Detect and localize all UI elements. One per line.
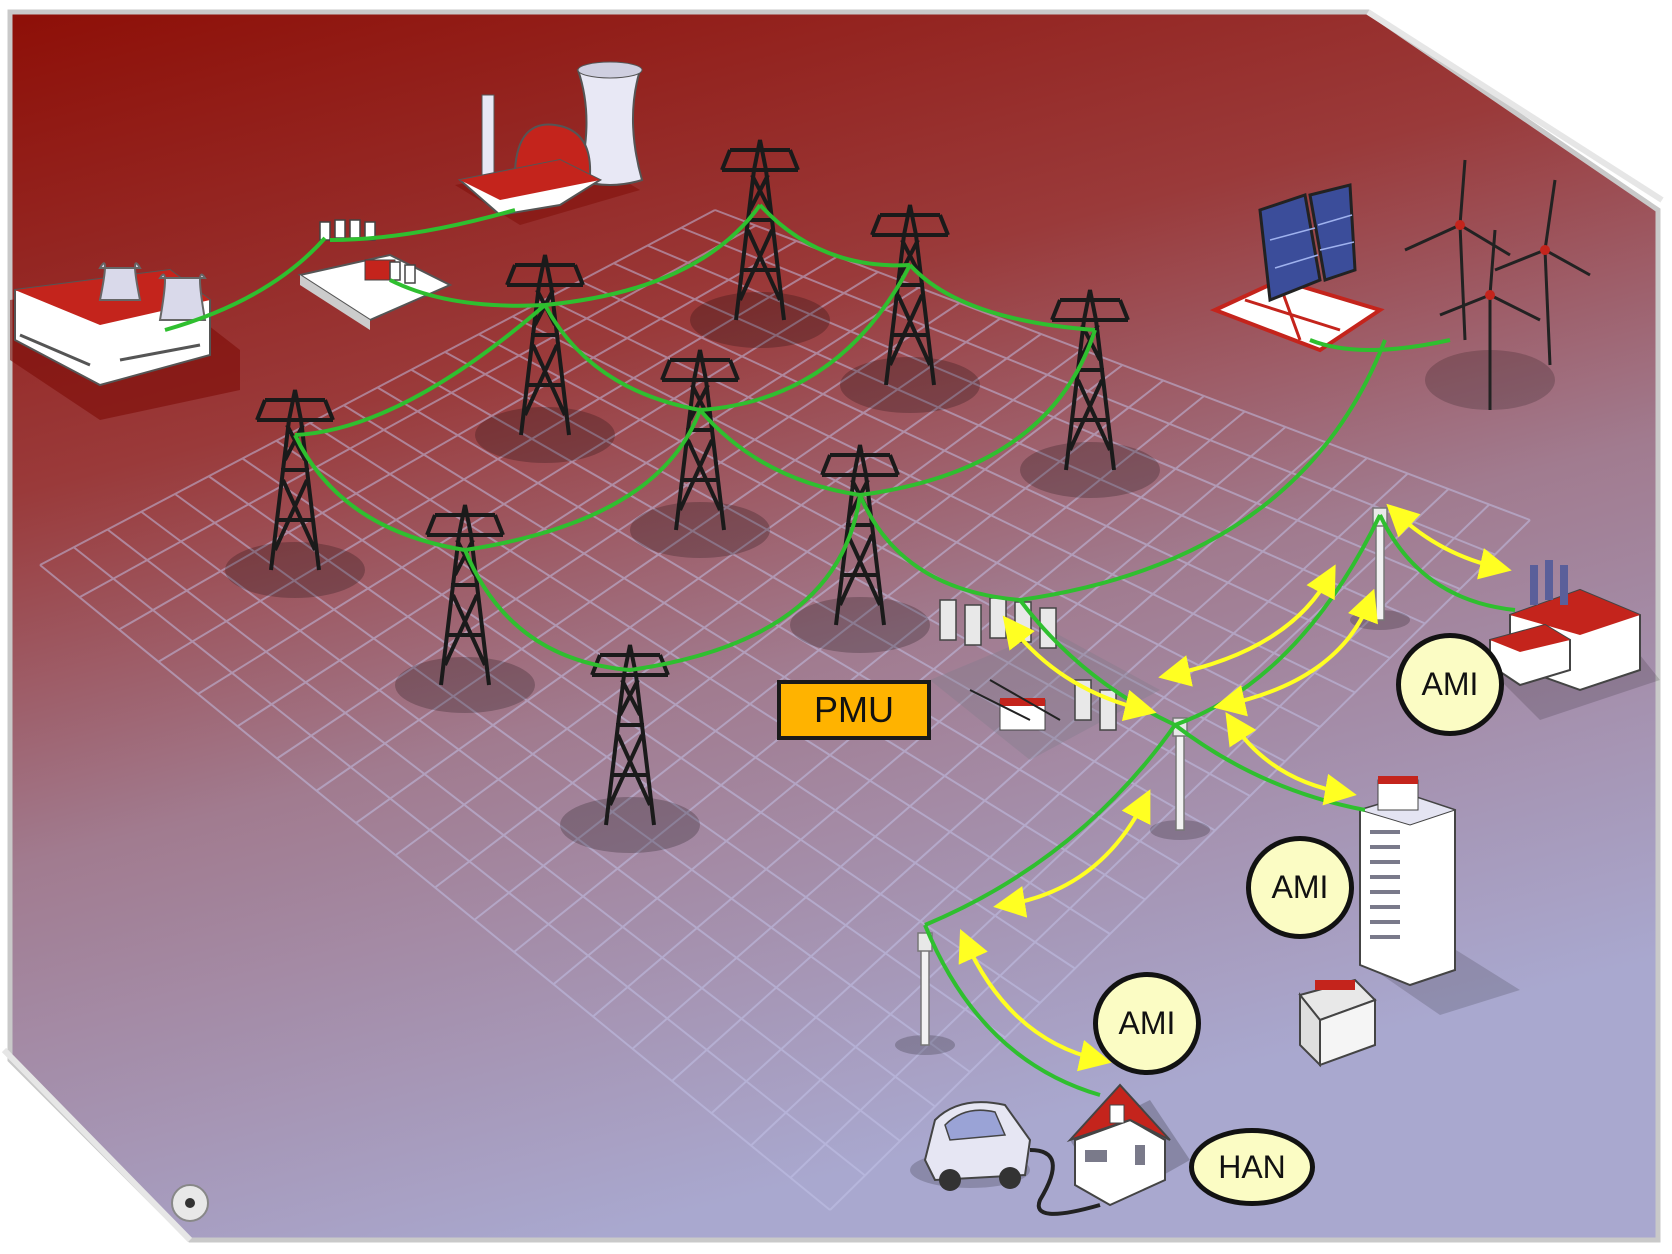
solar-panel-icon <box>1209 183 1385 353</box>
factory-icon <box>1489 560 1660 720</box>
pmu-label: PMU <box>777 680 931 740</box>
ami-label-top: AMI <box>1396 633 1504 736</box>
grid-line <box>631 441 1327 1050</box>
house-icon <box>1066 1083 1190 1207</box>
wind-turbine-icon <box>1404 159 1591 410</box>
grid-line <box>671 457 1368 1082</box>
transformer-icon <box>1298 978 1377 1068</box>
grid-line <box>680 226 1496 556</box>
grid-line <box>434 364 1124 889</box>
scroll-indicator-icon <box>171 1184 209 1222</box>
ami-label-middle: AMI <box>1246 836 1354 939</box>
office-building-icon <box>1358 776 1520 1015</box>
grid-line <box>829 519 1531 1211</box>
ami-label-bottom: AMI <box>1093 972 1201 1075</box>
han-label: HAN <box>1189 1128 1315 1206</box>
substation-icon <box>297 219 453 330</box>
communication-arrows <box>958 503 1512 1072</box>
grid-line <box>592 426 1287 1018</box>
electric-car-icon <box>910 1101 1101 1216</box>
coal-power-plant-icon <box>10 262 240 420</box>
nuclear-power-plant-icon <box>455 61 644 225</box>
